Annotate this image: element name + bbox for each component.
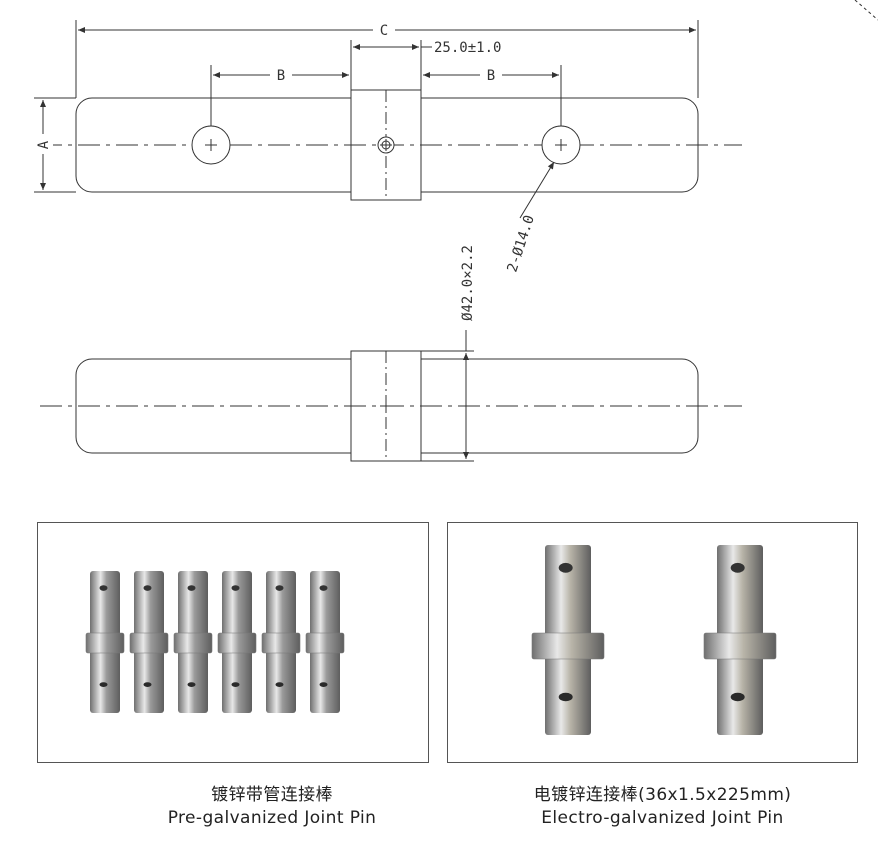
caption-pre-galvanized-cn: 镀锌带管连接棒 [211,785,333,805]
caption-electro-galvanized: 电镀锌连接棒(36x1.5x225mm) Electro-galvanized … [447,784,878,830]
technical-drawing: C B B 25.0±1.0 A 2-Ø14.0 Ø42.0×2.2 [33,0,878,462]
joint-pin [129,571,169,713]
joint-pin [531,545,605,735]
caption-pre-galvanized: 镀锌带管连接棒 Pre-galvanized Joint Pin [37,784,507,830]
dim-label-holes: 2-Ø14.0 [504,213,537,274]
joint-pin [305,571,345,713]
dim-label-b-left: B [277,68,285,84]
dim-label-c: C [380,23,388,39]
dim-label-collar: 25.0±1.0 [434,40,501,56]
caption-electro-galvanized-cn: 电镀锌连接棒(36x1.5x225mm) [533,785,792,805]
dim-label-b-right: B [487,68,495,84]
caption-electro-galvanized-en: Electro-galvanized Joint Pin [541,808,784,828]
dim-label-tube: Ø42.0×2.2 [460,245,476,321]
joint-pin [85,571,125,713]
joint-pin [261,571,301,713]
photo-panel-electro-galvanized [447,522,858,763]
caption-pre-galvanized-en: Pre-galvanized Joint Pin [167,808,377,828]
joint-pin [703,545,777,735]
electro-galvanized-pins-image [531,545,777,735]
hole-leader [519,161,555,219]
joint-pin [217,571,257,713]
pre-galvanized-pins-image [85,571,345,713]
joint-pin [173,571,213,713]
dim-label-a: A [36,140,52,149]
photo-panel-pre-galvanized [37,522,429,763]
